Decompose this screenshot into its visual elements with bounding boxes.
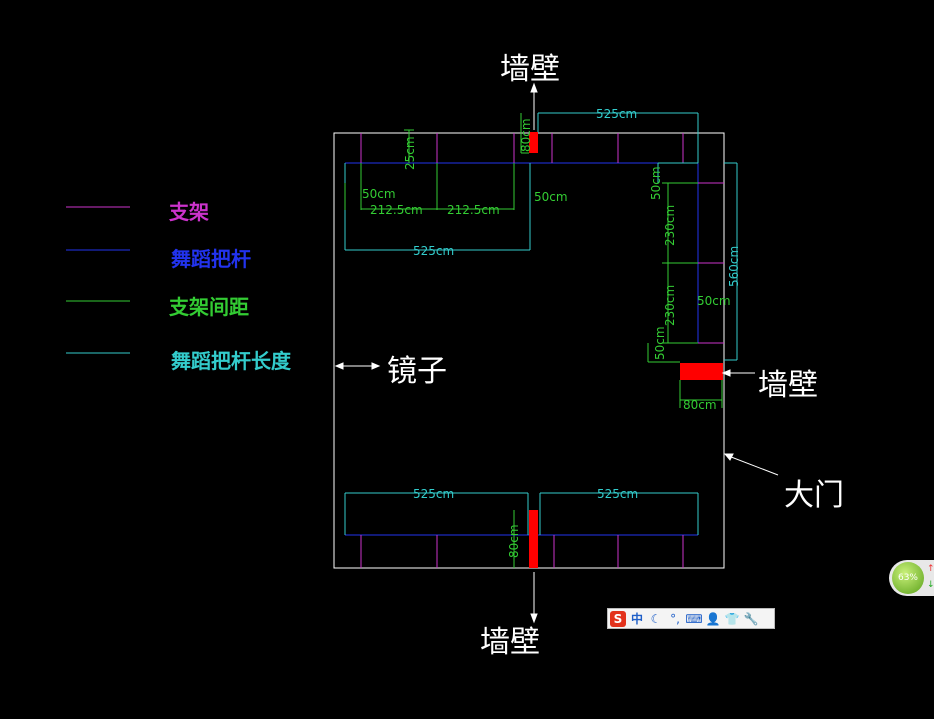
dim-bottom-right-length: 525cm xyxy=(597,487,638,501)
skin-icon[interactable]: 👕 xyxy=(724,611,740,626)
ime-toolbar[interactable]: S 中 ☾ °, ⌨ 👤 👕 🔧 xyxy=(607,608,775,629)
dim-right-span-2: 230cm xyxy=(663,285,677,326)
chinese-mode-icon[interactable]: 中 xyxy=(630,612,643,626)
dim-right-mid-gap: 50cm xyxy=(697,294,731,308)
dim-right-top-gap: 50cm xyxy=(649,166,663,200)
punctuation-icon[interactable]: °, xyxy=(670,611,680,626)
speed-percent[interactable]: 63% xyxy=(892,562,924,594)
legend-label-spacing: 支架间距 xyxy=(169,295,249,319)
download-arrow-icon: ↓ xyxy=(927,580,934,590)
length-dimension-right xyxy=(657,162,738,361)
wall-block-right xyxy=(680,363,723,380)
legend-label-support: 支架 xyxy=(169,200,209,224)
dim-left-end-gap: 50cm xyxy=(534,190,568,204)
callout-mirror: 镜子 xyxy=(387,354,447,389)
callout-door: 大门 xyxy=(784,478,844,513)
upload-arrow-icon: ↑ xyxy=(927,564,934,574)
dim-left-first-gap: 50cm xyxy=(362,187,396,201)
wall-block-bottom xyxy=(529,510,538,568)
wrench-icon[interactable]: 🔧 xyxy=(743,611,759,626)
dim-right-end-gap: 50cm xyxy=(653,326,667,360)
dim-right-span-1: 230cm xyxy=(663,205,677,246)
dim-top-bar-length: 525cm xyxy=(596,107,637,121)
wall-block-top xyxy=(529,132,538,153)
length-dimension-bottom xyxy=(344,492,699,535)
dim-left-bar-length: 525cm xyxy=(413,244,454,258)
spacing-dimensions-right xyxy=(647,182,723,408)
dim-right-bar-length: 560cm xyxy=(727,246,741,287)
dim-left-span-1: 212.5cm xyxy=(370,203,423,217)
keyboard-icon[interactable]: ⌨ xyxy=(685,611,703,626)
dim-bottom-left-length: 525cm xyxy=(413,487,454,501)
legend-label-length: 舞蹈把杆长度 xyxy=(171,349,291,373)
dim-top-wall-width: 80cm xyxy=(519,118,533,152)
support-bottom xyxy=(360,535,684,568)
sogou-logo-icon[interactable]: S xyxy=(610,610,626,627)
dim-top-support-depth: 25cm xyxy=(403,136,417,170)
length-dimension-top-left xyxy=(345,112,699,251)
legend-label-barre: 舞蹈把杆 xyxy=(171,247,251,271)
dim-left-span-2: 212.5cm xyxy=(447,203,500,217)
annotation-arrows xyxy=(334,82,779,624)
user-icon[interactable]: 👤 xyxy=(705,611,721,626)
callout-wall-bottom: 墙壁 xyxy=(480,625,540,660)
dim-right-wall-width: 80cm xyxy=(683,398,717,412)
speed-widget[interactable]: 63% ↑ ↓ xyxy=(889,560,934,596)
support-right xyxy=(698,182,724,344)
callout-wall-right: 墙壁 xyxy=(758,368,818,403)
dim-bottom-wall-width: 80cm xyxy=(507,524,521,558)
callout-wall-top: 墙壁 xyxy=(500,52,560,87)
moon-icon[interactable]: ☾ xyxy=(650,611,662,626)
